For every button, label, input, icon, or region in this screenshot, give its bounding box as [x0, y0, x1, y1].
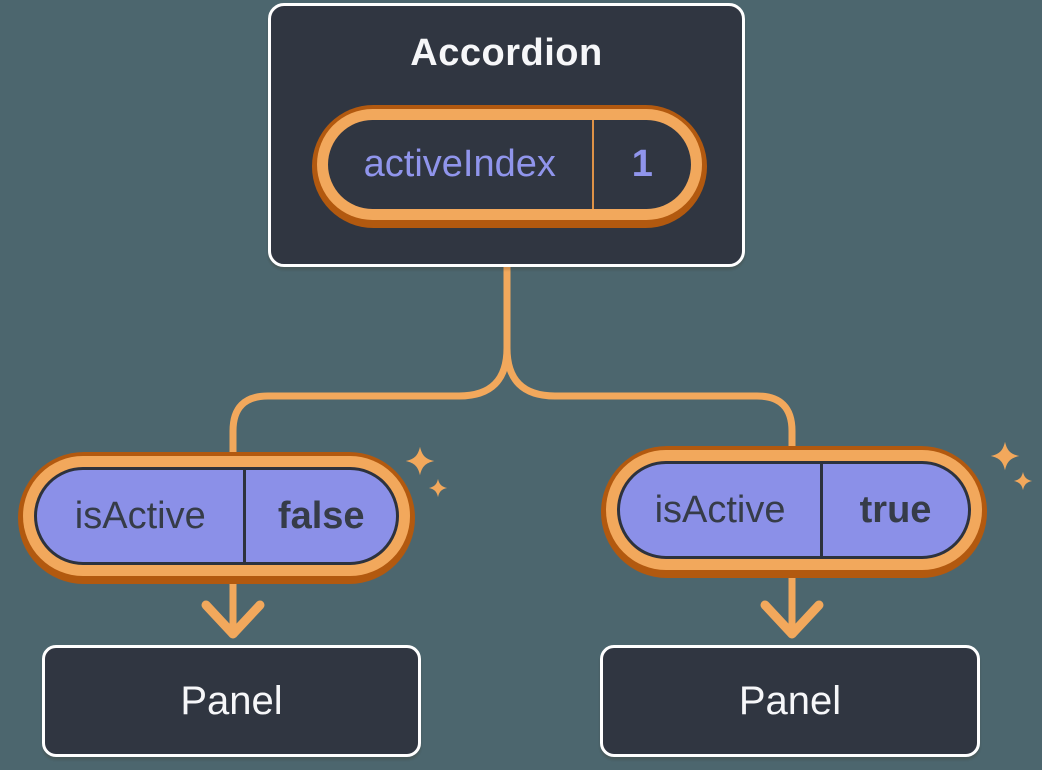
- state-pill-ring: isActive false: [23, 456, 410, 576]
- state-name-isactive-left: isActive: [74, 494, 206, 537]
- sparkle-icon: [428, 478, 448, 498]
- state-value-isactive-left: false: [277, 494, 365, 537]
- state-pill-isactive-right: isActive true: [601, 446, 987, 578]
- arrowhead-right-icon: [760, 600, 824, 639]
- panel-node-right: Panel: [600, 645, 980, 757]
- panel-node-left: Panel: [42, 645, 421, 757]
- state-name-isactive-right: isActive: [654, 488, 786, 531]
- state-pill-isactive-left: isActive false: [18, 452, 415, 584]
- pill-divider: [591, 120, 594, 209]
- panel-label-right: Panel: [738, 678, 842, 723]
- pill-divider: [243, 470, 247, 562]
- pill-divider: [820, 464, 824, 556]
- connector-right-branch: [503, 262, 796, 636]
- sparkle-icon: [1013, 471, 1033, 491]
- panel-label-left: Panel: [180, 678, 283, 723]
- arrowhead-left-icon: [201, 600, 265, 639]
- sparkle-icon: [990, 441, 1020, 471]
- state-value-isactive-right: true: [859, 488, 932, 531]
- state-value-activeindex: 1: [631, 143, 653, 185]
- connector-left-branch: [229, 262, 511, 636]
- state-pill-activeindex: activeIndex 1: [312, 105, 707, 228]
- state-pill-ring: isActive true: [606, 450, 982, 570]
- sparkle-icon: [405, 446, 435, 476]
- accordion-title: Accordion: [410, 32, 603, 74]
- state-pill-ring: activeIndex 1: [317, 109, 702, 220]
- state-name-activeindex: activeIndex: [363, 143, 556, 185]
